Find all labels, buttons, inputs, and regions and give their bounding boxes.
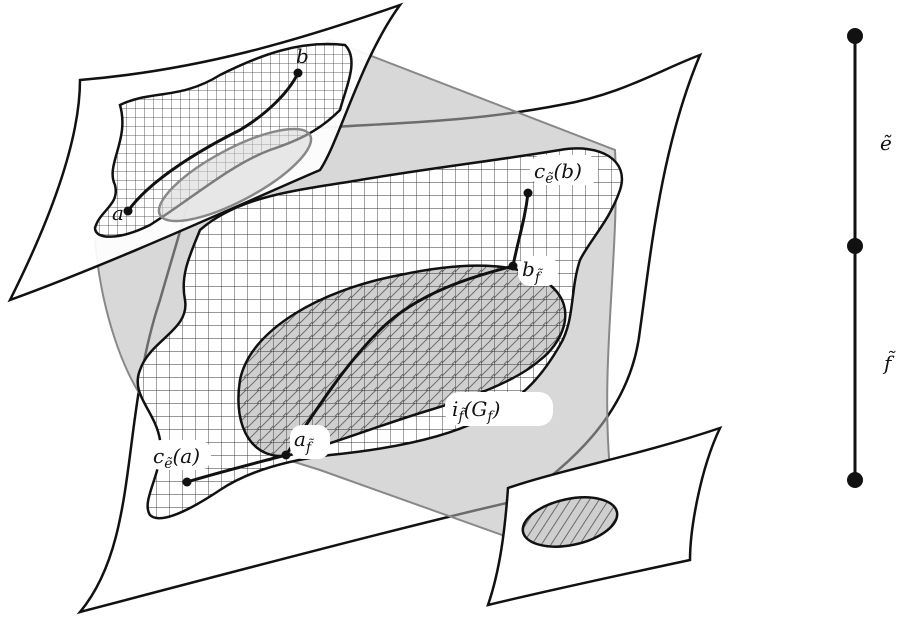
label-if: if̃(Gf): [452, 397, 500, 425]
label-bf: bf̃: [522, 257, 543, 286]
label-b: b: [296, 44, 309, 68]
label-bg-ce-b: [530, 155, 598, 185]
curve-a-b: [126, 72, 300, 212]
curve-ce-b-to-bf: [511, 192, 530, 267]
point-b: [293, 68, 303, 78]
label-bg-ce-a: [149, 440, 211, 470]
label-bg-if: [445, 392, 553, 426]
point-a: [123, 206, 133, 216]
label-a: a: [112, 201, 124, 225]
curve-af-to-ce-a: [186, 453, 287, 484]
label-ce-b: cẽ(b): [534, 159, 582, 187]
label-bg-bf: [518, 256, 558, 286]
label-ce-a: cẽ(a): [153, 444, 200, 472]
point-bf: [508, 261, 518, 271]
upper-tube-section: [157, 127, 313, 223]
point-af: [281, 450, 291, 460]
label-e-tilde: ẽ: [880, 131, 892, 155]
label-f-tilde: f̃: [882, 351, 897, 375]
graph-vertex-middle: [847, 238, 863, 254]
curve-bf-to-af: [284, 264, 514, 456]
graph-vertex-top: [847, 28, 863, 44]
bottom-tube-section: [521, 496, 619, 548]
label-bg-af: [290, 425, 330, 459]
label-af: af̃: [294, 427, 314, 456]
point-ce-a: [182, 477, 192, 487]
graph-vertex-bottom: [847, 472, 863, 488]
point-ce-b: [523, 188, 533, 198]
